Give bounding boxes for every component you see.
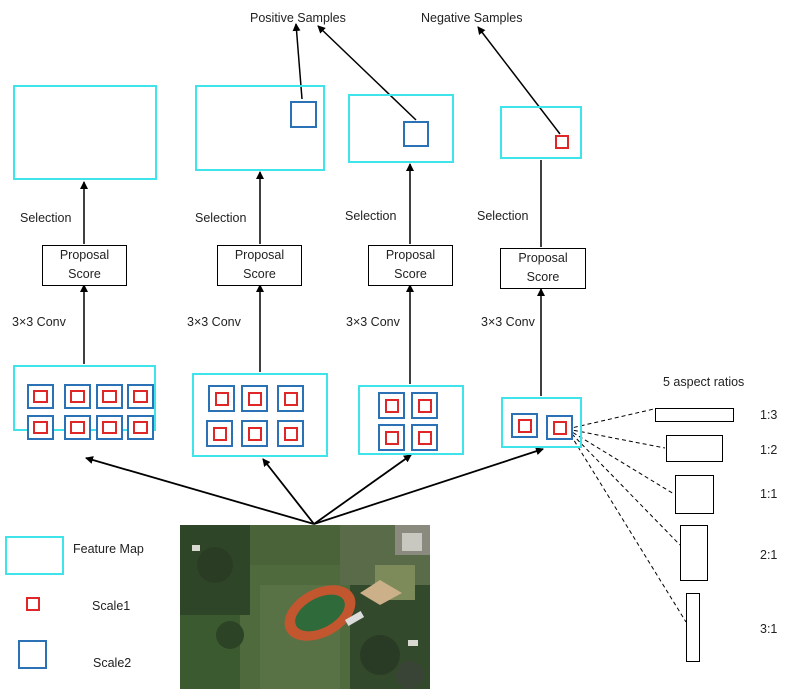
proposal-line2: Score bbox=[68, 267, 101, 281]
proposal-line2: Score bbox=[394, 267, 427, 281]
positive-sample-box-2 bbox=[403, 121, 429, 147]
conv-label-1: 3×3 Conv bbox=[12, 315, 66, 329]
arrow-image-2 bbox=[262, 458, 315, 525]
proposal-line1: Proposal bbox=[59, 248, 110, 262]
scale2-anchor bbox=[127, 415, 154, 440]
scale1-anchor bbox=[284, 392, 298, 406]
scale1-anchor bbox=[215, 392, 229, 406]
positive-sample-box-1 bbox=[290, 101, 317, 128]
legend-feature-map-swatch bbox=[5, 536, 64, 575]
proposal-line2: Score bbox=[243, 267, 276, 281]
scale2-anchor bbox=[241, 385, 268, 412]
legend-scale2-label: Scale2 bbox=[93, 656, 132, 670]
scale2-anchor bbox=[241, 420, 268, 447]
aspect-box-1-3 bbox=[655, 408, 734, 422]
proposal-line1: Proposal bbox=[518, 251, 568, 265]
scale2-anchor bbox=[411, 424, 438, 451]
output-map-4 bbox=[500, 106, 582, 159]
feature-map-3 bbox=[358, 385, 464, 455]
scale2-anchor bbox=[206, 420, 233, 447]
scale2-anchor bbox=[411, 392, 438, 419]
aerial-image-drawing bbox=[180, 525, 430, 689]
proposal-score-box-4: Proposal Score bbox=[500, 248, 586, 289]
scale1-anchor bbox=[248, 427, 262, 441]
scale1-anchor bbox=[418, 399, 432, 413]
arrow-image-3 bbox=[313, 454, 412, 525]
scale1-anchor bbox=[70, 421, 85, 434]
aspect-label-2-1: 2:1 bbox=[760, 548, 778, 562]
selection-label-1: Selection bbox=[20, 211, 72, 225]
scale1-anchor bbox=[385, 431, 399, 445]
scale1-anchor bbox=[133, 421, 148, 434]
scale2-anchor bbox=[96, 384, 123, 409]
scale2-anchor bbox=[64, 415, 91, 440]
aspect-ratios-title: 5 aspect ratios bbox=[663, 375, 745, 389]
proposal-line1: Proposal bbox=[234, 248, 285, 262]
legend-feature-map-label: Feature Map bbox=[73, 542, 144, 556]
scale2-anchor bbox=[511, 413, 538, 438]
arrow-negative bbox=[477, 26, 561, 135]
arrow-positive-2 bbox=[317, 25, 417, 121]
proposal-score-box-2: Proposal Score bbox=[217, 245, 302, 286]
scale1-anchor bbox=[33, 390, 48, 403]
aspect-box-1-2 bbox=[666, 435, 723, 462]
scale1-anchor bbox=[284, 427, 298, 441]
scale1-anchor bbox=[553, 421, 567, 435]
scale2-anchor bbox=[378, 424, 405, 451]
feature-map-4 bbox=[501, 397, 582, 448]
negative-samples-label: Negative Samples bbox=[421, 11, 523, 25]
scale1-anchor bbox=[213, 427, 227, 441]
conv-label-2: 3×3 Conv bbox=[187, 315, 241, 329]
scale1-anchor bbox=[70, 390, 85, 403]
aspect-box-2-1 bbox=[680, 525, 708, 581]
scale1-anchor bbox=[518, 419, 532, 433]
legend-scale1-label: Scale1 bbox=[92, 599, 131, 613]
scale1-anchor bbox=[385, 399, 399, 413]
scale1-anchor bbox=[133, 390, 148, 403]
positive-samples-label: Positive Samples bbox=[250, 11, 346, 25]
selection-label-2: Selection bbox=[195, 211, 247, 225]
scale2-anchor bbox=[96, 415, 123, 440]
feature-map-2 bbox=[192, 373, 328, 457]
scale2-anchor bbox=[546, 415, 573, 440]
scale2-anchor bbox=[27, 384, 54, 409]
arrow-image-4 bbox=[313, 447, 544, 525]
aspect-label-3-1: 3:1 bbox=[760, 622, 778, 636]
selection-label-3: Selection bbox=[345, 209, 397, 223]
legend-scale2-swatch bbox=[18, 640, 47, 669]
legend-scale1-swatch bbox=[26, 597, 40, 611]
scale2-anchor bbox=[277, 420, 304, 447]
scale1-anchor bbox=[248, 392, 262, 406]
aspect-label-1-3: 1:3 bbox=[760, 408, 778, 422]
scale1-anchor bbox=[418, 431, 432, 445]
aspect-label-1-2: 1:2 bbox=[760, 443, 778, 457]
conv-label-3: 3×3 Conv bbox=[346, 315, 400, 329]
aspect-box-3-1 bbox=[686, 593, 700, 662]
scale1-anchor bbox=[33, 421, 48, 434]
proposal-score-box-3: Proposal Score bbox=[368, 245, 453, 286]
output-map-1 bbox=[13, 85, 157, 180]
feature-map-1 bbox=[13, 365, 156, 440]
scale2-anchor bbox=[277, 385, 304, 412]
proposal-line1: Proposal bbox=[385, 248, 436, 262]
proposal-score-box-1: Proposal Score bbox=[42, 245, 127, 286]
aspect-label-1-1: 1:1 bbox=[760, 487, 778, 501]
selection-label-4: Selection bbox=[477, 209, 529, 223]
scale2-anchor bbox=[64, 384, 91, 409]
scale2-anchor bbox=[27, 415, 54, 440]
aspect-box-1-1 bbox=[675, 475, 714, 514]
aerial-image bbox=[180, 525, 430, 689]
output-map-2 bbox=[195, 85, 325, 171]
arrow-image-1 bbox=[85, 456, 315, 525]
scale2-anchor bbox=[378, 392, 405, 419]
scale2-anchor bbox=[127, 384, 154, 409]
scale2-anchor bbox=[208, 385, 235, 412]
proposal-line2: Score bbox=[526, 270, 560, 284]
scale1-anchor bbox=[102, 421, 117, 434]
negative-sample-box bbox=[555, 135, 569, 149]
conv-label-4: 3×3 Conv bbox=[481, 315, 535, 329]
scale1-anchor bbox=[102, 390, 117, 403]
output-map-3 bbox=[348, 94, 454, 163]
